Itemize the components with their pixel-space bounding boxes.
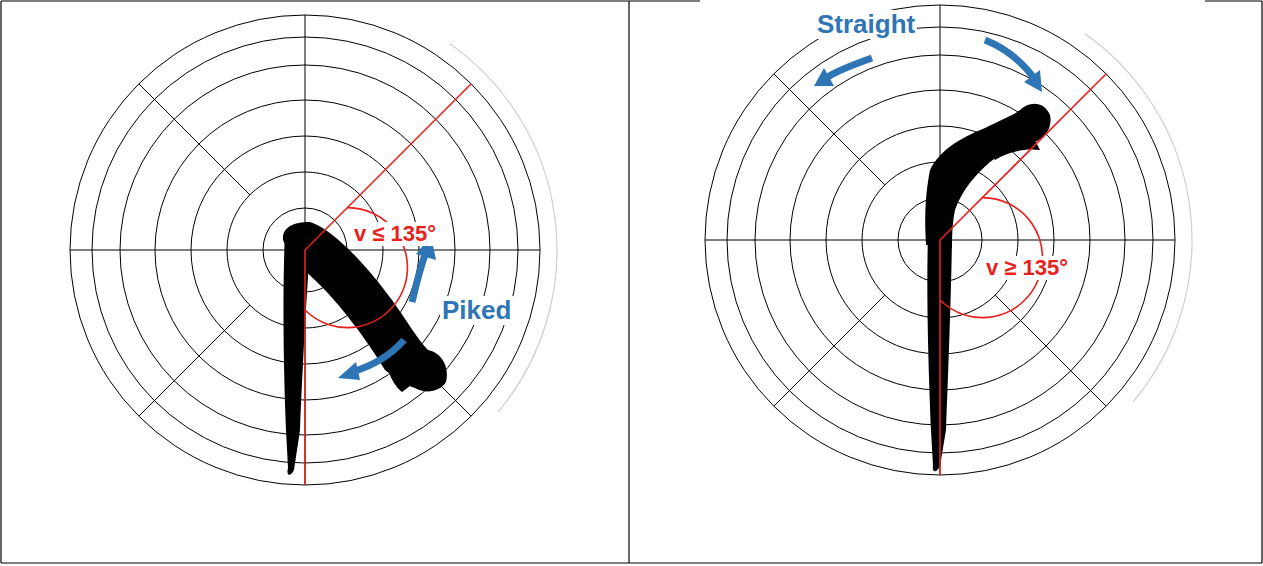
grid-diagonal xyxy=(139,84,250,195)
grid-diagonal xyxy=(995,295,1106,406)
angle-label: v ≥ 135° xyxy=(984,256,1070,280)
grid-diagonal xyxy=(139,305,250,416)
grid-ring xyxy=(705,5,1175,475)
rotation-arrows xyxy=(352,40,1034,372)
outer-arc xyxy=(450,44,557,412)
angle-markers xyxy=(305,74,1106,485)
straight-diver-silhouette xyxy=(925,104,1050,472)
grid-diagonal xyxy=(774,295,885,406)
polar-grid xyxy=(70,5,1192,485)
outer-arc xyxy=(1085,34,1192,402)
piked-diver-silhouette xyxy=(283,222,447,475)
arrow-heads xyxy=(338,68,1042,380)
grid-diagonal xyxy=(774,74,885,185)
grid-ring xyxy=(70,15,540,485)
tuck-position-label: Piked xyxy=(440,296,513,325)
angle-label: v ≤ 135° xyxy=(352,222,438,246)
tuck-position-label: Straight xyxy=(815,10,917,39)
